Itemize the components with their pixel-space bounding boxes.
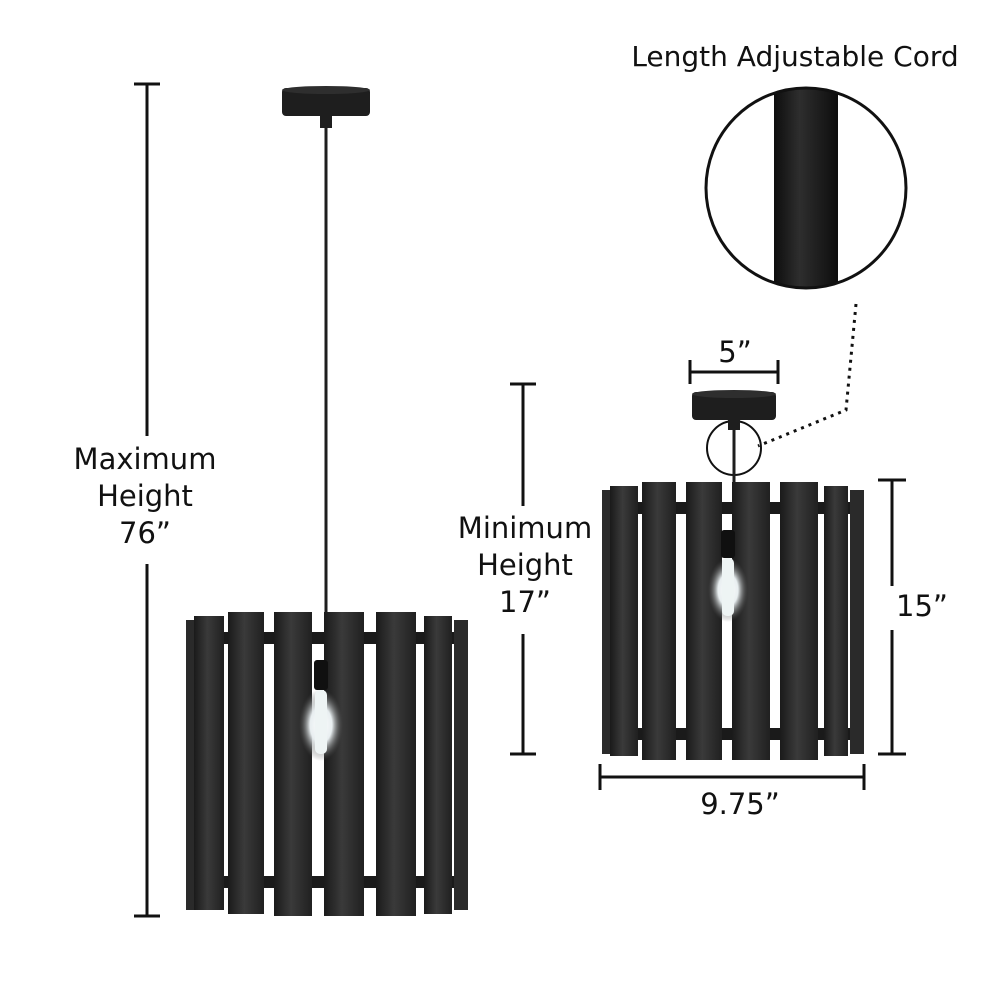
maximum-height-label-line1: Maximum bbox=[73, 442, 217, 476]
minimum-height-label: Minimum Height 17” bbox=[430, 510, 620, 621]
cord-callout-label: Length Adjustable Cord bbox=[631, 40, 959, 73]
cord-detail-callout bbox=[704, 86, 908, 476]
maximum-height-label-line2: Height bbox=[97, 479, 193, 513]
minimum-height-value: 17” bbox=[499, 585, 551, 619]
shade-height-value: 15” bbox=[896, 589, 948, 623]
callout-dotted-leader bbox=[757, 303, 858, 448]
left-lamp-shade bbox=[186, 612, 468, 916]
minimum-height-label-line1: Minimum bbox=[457, 511, 593, 545]
canopy-width-value: 5” bbox=[718, 335, 752, 369]
minimum-height-dimension-line bbox=[510, 382, 536, 756]
canopy-width-dimension-line bbox=[688, 360, 780, 384]
left-ceiling-canopy bbox=[282, 86, 370, 128]
right-lamp-shade bbox=[602, 482, 864, 760]
maximum-height-label: Maximum Height 76” bbox=[50, 441, 240, 552]
right-pendant-lamp bbox=[602, 390, 864, 760]
left-pendant-lamp bbox=[186, 86, 468, 916]
shade-width-dimension-line bbox=[598, 764, 866, 790]
minimum-height-label-line2: Height bbox=[477, 548, 573, 582]
left-light-bulb bbox=[299, 660, 343, 761]
shade-height-dimension-line bbox=[878, 478, 906, 756]
shade-width-value: 9.75” bbox=[700, 787, 780, 821]
maximum-height-value: 76” bbox=[119, 516, 171, 550]
right-ceiling-canopy bbox=[692, 390, 776, 430]
right-light-bulb bbox=[708, 530, 748, 622]
maximum-height-dimension-line bbox=[134, 82, 160, 918]
